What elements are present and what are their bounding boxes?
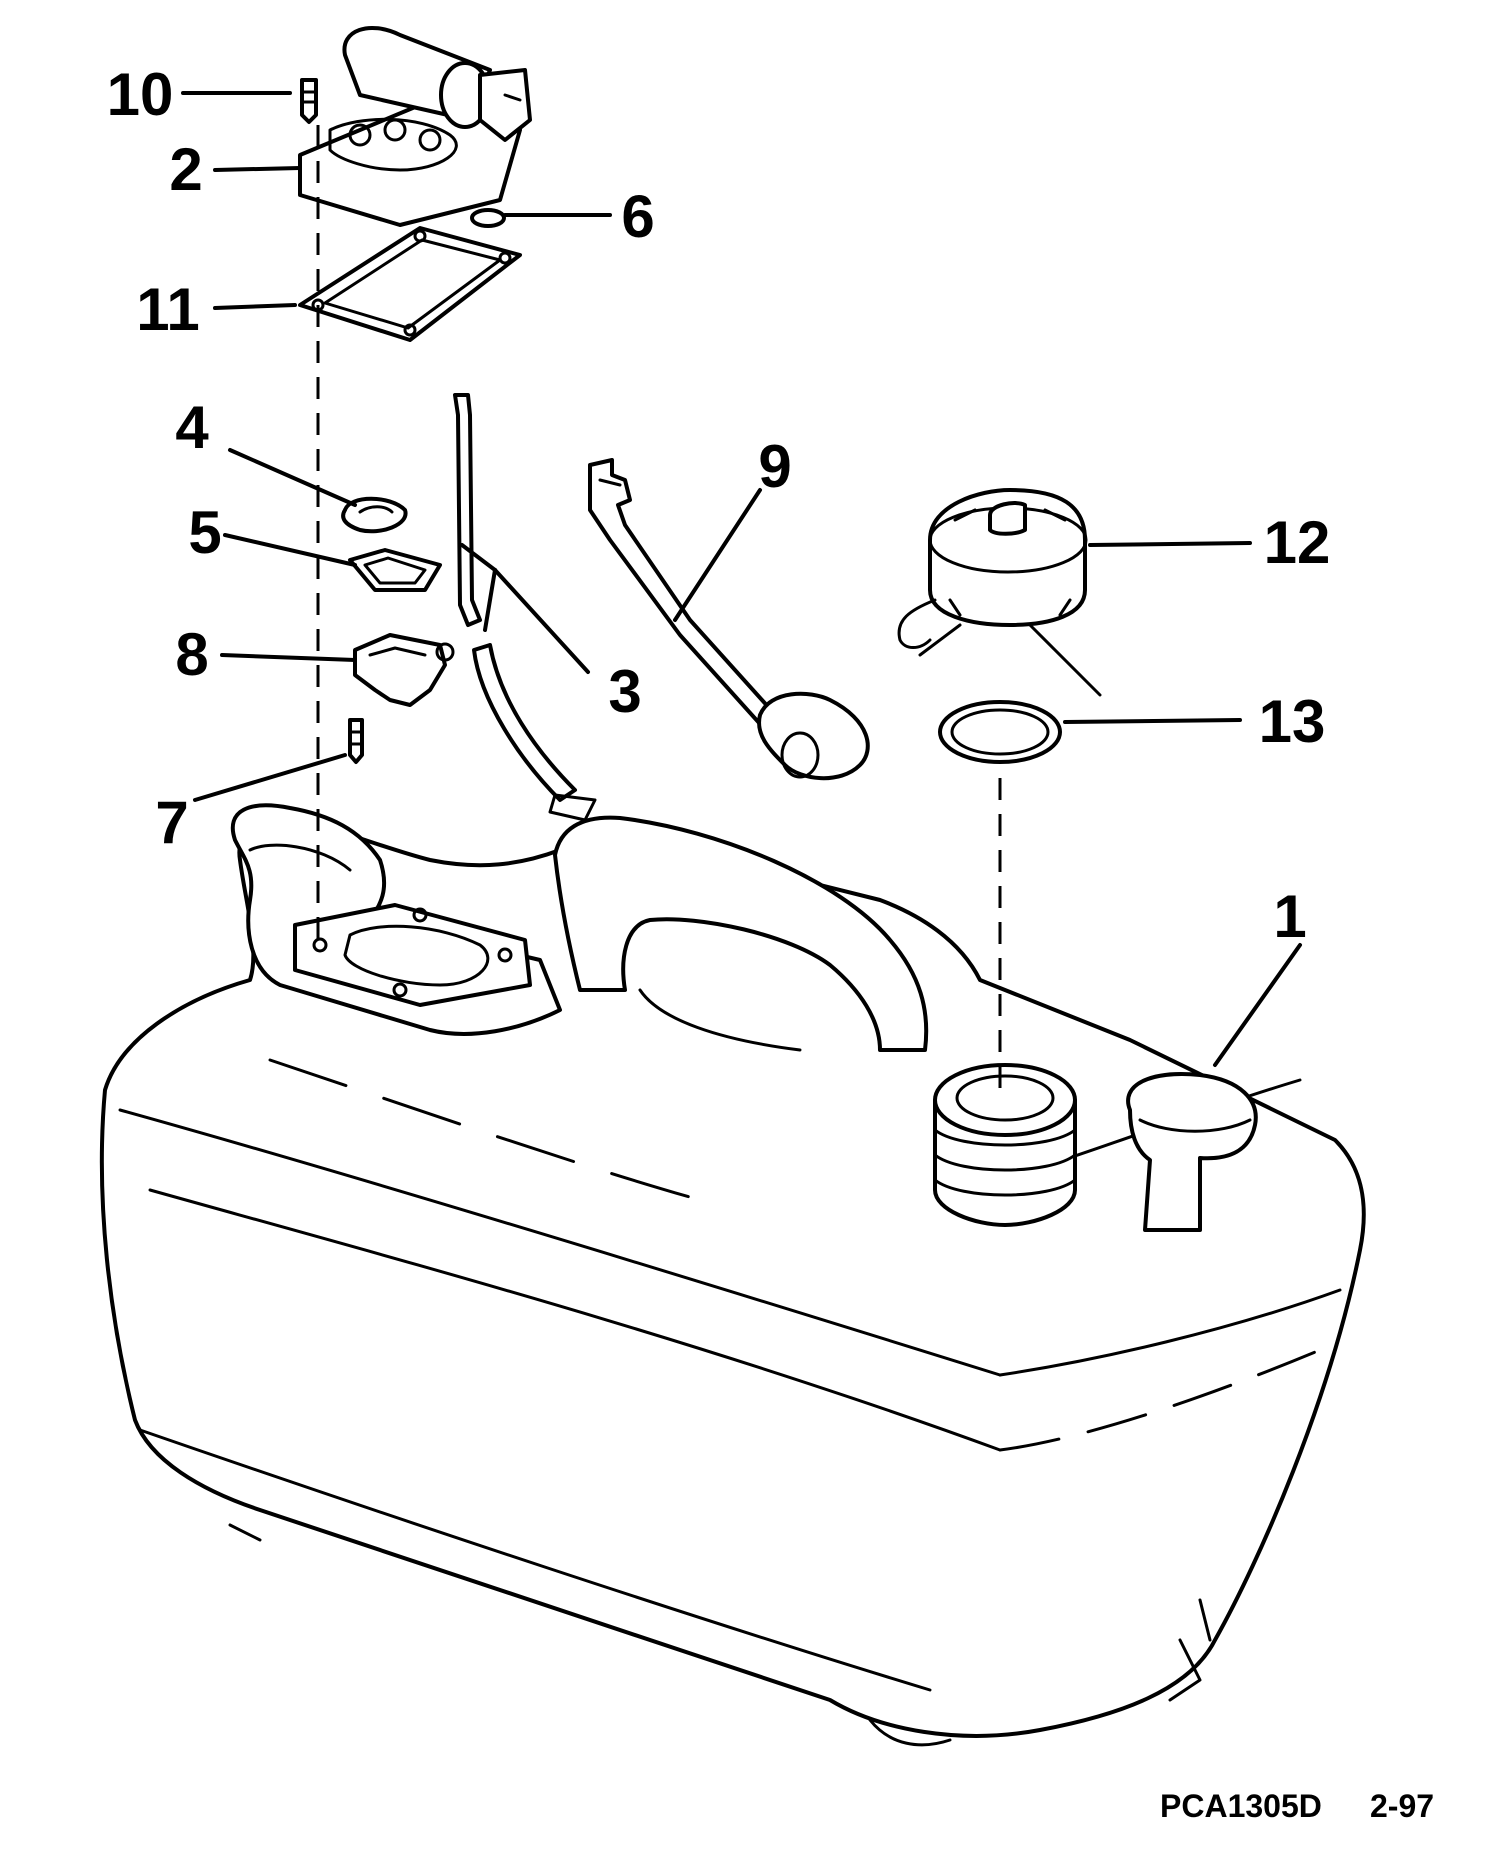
fuel-connector-cover [298, 25, 532, 227]
washer-4 [341, 496, 408, 534]
fuel-gauge-float-9 [588, 458, 870, 781]
gasket-11 [298, 226, 522, 342]
callout-1: 1 [1273, 883, 1306, 950]
callout-10: 10 [107, 61, 174, 128]
callout-13: 13 [1259, 688, 1326, 755]
callout-4: 4 [175, 394, 209, 461]
callout-labels: 1 2 3 4 5 6 7 8 9 10 11 12 13 [107, 61, 1331, 950]
o-ring-13 [938, 700, 1062, 764]
hose-3 [453, 393, 597, 822]
tank-rear-boss [1126, 1072, 1258, 1232]
filler-neck [933, 1063, 1077, 1227]
doc-id: PCA1305D [1160, 1788, 1322, 1824]
document-identifier: PCA1305D 2-97 [1160, 1788, 1434, 1824]
bracket-8 [353, 633, 455, 707]
tank-pickup-boss [231, 803, 562, 1036]
leader-lines [181, 91, 1302, 1067]
o-ring-6 [470, 208, 506, 228]
callout-12: 12 [1264, 509, 1331, 576]
callout-11: 11 [136, 276, 199, 343]
filler-cap-12 [897, 488, 1102, 697]
callout-5: 5 [188, 499, 221, 566]
tank-handle [553, 815, 929, 1052]
callout-7: 7 [155, 789, 188, 856]
callout-6: 6 [621, 183, 654, 250]
gasket-5 [348, 548, 442, 592]
callout-9: 9 [758, 433, 791, 500]
screw-7 [348, 718, 364, 764]
callout-3: 3 [608, 658, 641, 725]
fuel-tank-body [99, 817, 1366, 1747]
screw-10 [300, 78, 318, 124]
callout-2: 2 [169, 136, 202, 203]
doc-date: 2-97 [1370, 1788, 1434, 1824]
callout-8: 8 [175, 621, 208, 688]
